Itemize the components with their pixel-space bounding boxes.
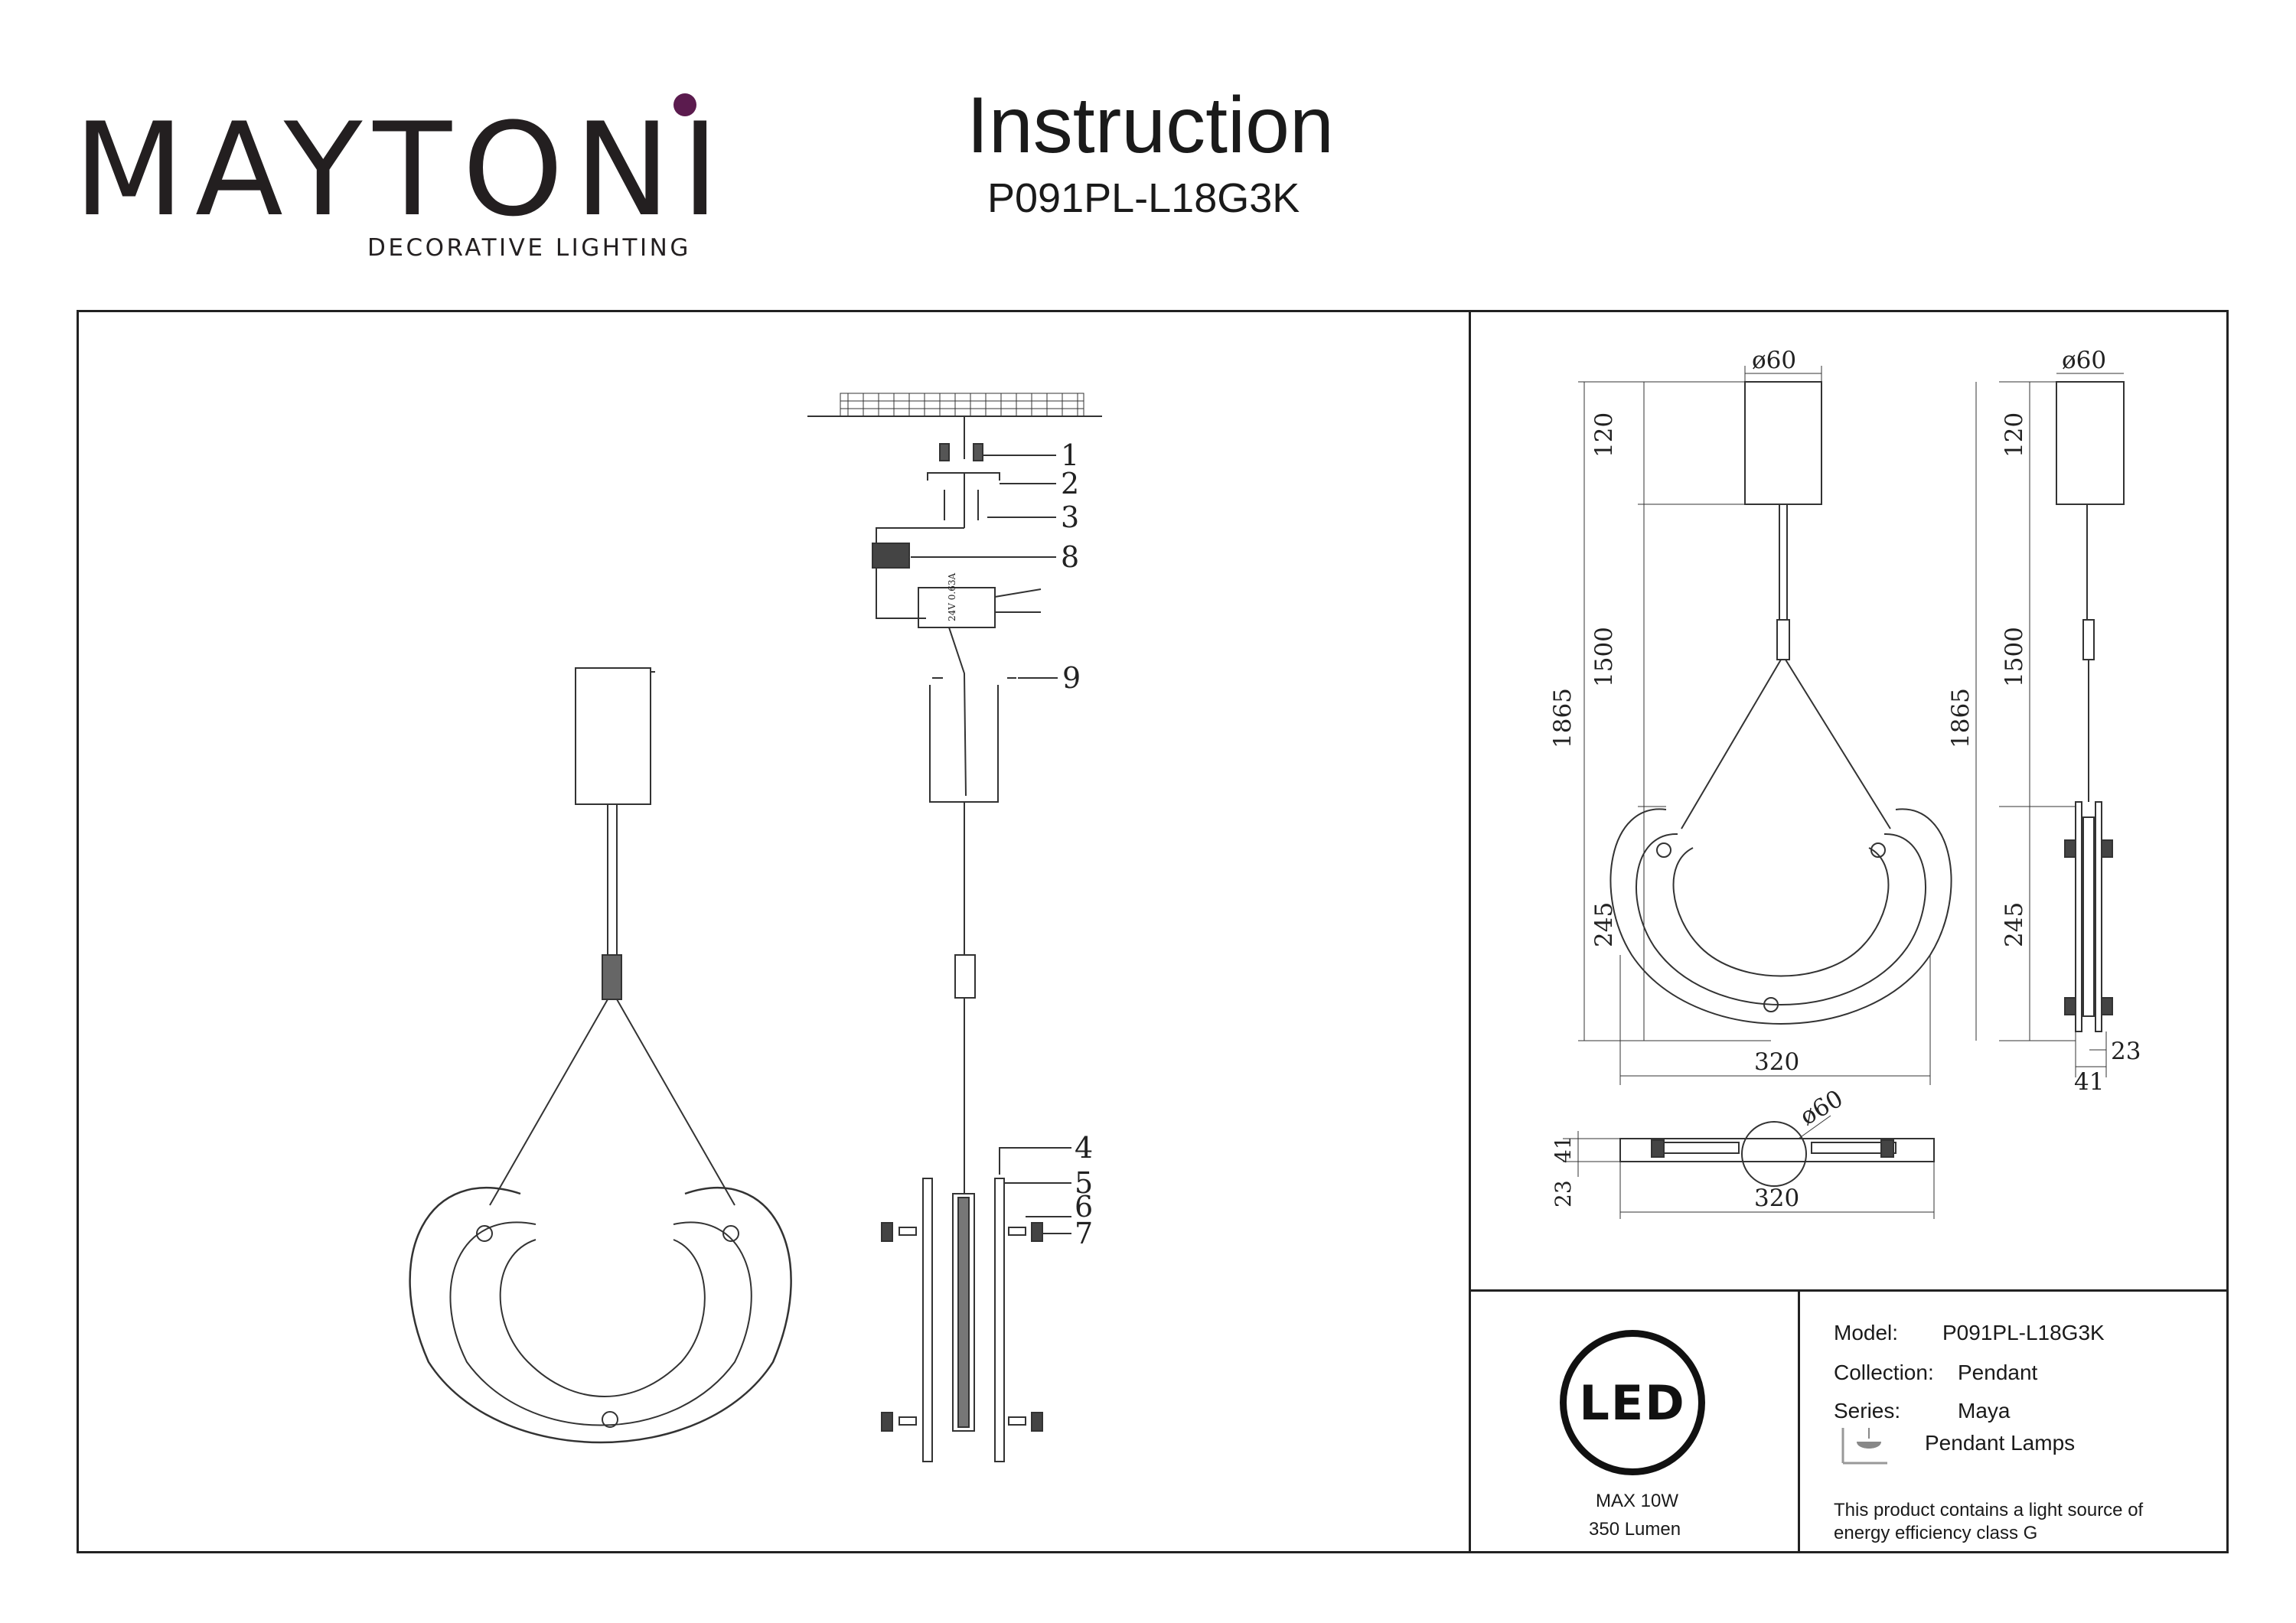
spec-type-value: Pendant Lamps: [1925, 1431, 2076, 1455]
dim-top-width: 320: [1754, 1185, 1799, 1212]
page-title: Instruction: [967, 81, 1334, 170]
frame-divider-vertical: [1469, 310, 1471, 1553]
callout-8: 8: [1061, 540, 1079, 574]
callout-4: 4: [1075, 1131, 1093, 1165]
dim-canopy-height-side: 120: [2001, 412, 2028, 458]
dim-cable-length-front: 1500: [1590, 627, 1618, 687]
dim-top-diameter: ø60: [1795, 1085, 1848, 1131]
dim-canopy-height-front: 120: [1590, 412, 1618, 458]
callout-6: 6: [1075, 1190, 1093, 1224]
side-canopy: [2056, 381, 2125, 505]
dim-cable-length-side: 1500: [2001, 627, 2028, 687]
frame-divider-spec: [1798, 1289, 1800, 1553]
dimension-drawing: ø60 120 1500 1865 245 320 ø60 120 1500 1…: [1549, 347, 2141, 1219]
callout-5: 5: [1075, 1166, 1093, 1200]
perspective-connector: [602, 954, 622, 1000]
spec-model-value: P091PL-L18G3K: [1942, 1321, 2105, 1344]
pendant-lamp-icon: [1841, 1428, 1887, 1465]
callout-7: 7: [1075, 1217, 1093, 1250]
callout-3: 3: [1061, 500, 1079, 534]
logo-dot-icon: [673, 93, 696, 116]
dim-side-depth-b: 41: [2074, 1068, 2104, 1096]
spec-energy-line1: This product contains a light source of: [1834, 1500, 2144, 1520]
spec-series-label: Series:: [1834, 1399, 1901, 1423]
callout-9: 9: [1062, 661, 1081, 695]
led-power: MAX 10W: [1596, 1491, 1679, 1511]
spec-model-label: Model:: [1834, 1321, 1899, 1344]
dim-canopy-diameter-front: ø60: [1752, 347, 1796, 374]
dim-top-depth-b: 23: [1551, 1180, 1576, 1207]
spec-collection-label: Collection:: [1834, 1361, 1934, 1384]
callout-1: 1: [1061, 438, 1079, 472]
led-badge-icon: LED: [1560, 1330, 1705, 1475]
dim-top-depth-a: 41: [1551, 1136, 1576, 1163]
perspective-canopy: [575, 667, 651, 805]
assembly-drawing: 24V 0.63A 1 2 3 8 9 4 5 6 7: [409, 393, 1102, 1462]
driver-box: [918, 587, 996, 628]
dim-lamp-height-front: 245: [1590, 902, 1618, 947]
driver-label: 24V 0.63A: [947, 573, 957, 621]
dim-overall-height-front: 1865: [1549, 688, 1577, 748]
frame-divider-horizontal: [1469, 1289, 2229, 1292]
dim-canopy-diameter-side: ø60: [2062, 347, 2106, 374]
dim-lamp-height-side: 245: [2001, 902, 2028, 947]
page-model-number: P091PL-L18G3K: [987, 175, 1300, 221]
brand-logo: MAYTONI: [73, 95, 730, 245]
brand-tagline: DECORATIVE LIGHTING: [367, 234, 691, 262]
spec-collection-value: Pendant: [1958, 1361, 2038, 1384]
dim-side-depth-a: 23: [2111, 1038, 2141, 1065]
callout-2: 2: [1061, 467, 1079, 500]
spec-series-value: Maya: [1958, 1399, 2011, 1423]
dim-overall-height-side: 1865: [1947, 688, 1975, 748]
spec-energy-line2: energy efficiency class G: [1834, 1523, 2038, 1543]
dim-lamp-width-front: 320: [1754, 1048, 1799, 1076]
front-canopy: [1744, 381, 1822, 505]
drawing-frame: [77, 310, 2229, 1553]
led-lumen: 350 Lumen: [1589, 1519, 1681, 1540]
